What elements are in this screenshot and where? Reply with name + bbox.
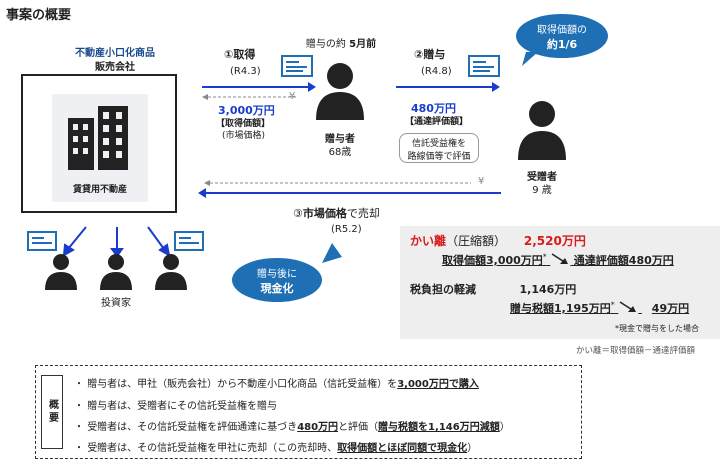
overview-item-3: ・ 受贈者は、その信託受益権を評価通達に基づき480万円と評価（贈与税額を1,1… [74, 422, 510, 433]
donor-label: 贈与者 [325, 134, 355, 145]
overview-box [35, 365, 582, 459]
overview-item-2: ・ 贈与者は、受贈者にその信託受益権を贈与 [74, 401, 277, 412]
gap-value: 2,520万円 [523, 234, 586, 248]
arrow-down-right-icon [619, 301, 637, 312]
overview-item-4-text: 受贈者は、その信託受益権を甲社に売却（この売却時、 [87, 443, 338, 454]
donee-label: 受贈者 [527, 172, 557, 183]
gap-row: かい離（圧縮額） 2,520万円 [410, 232, 586, 249]
step1-label: ①取得 [224, 48, 256, 61]
step2-amount: 480万円 [411, 102, 456, 115]
building-icon [68, 106, 128, 170]
tax-value: 1,146万円 [519, 283, 577, 296]
overview-item-3-emph2: 贈与税額を1,146万円減額 [378, 422, 500, 433]
overview-item-4-tail: ） [467, 443, 478, 454]
tax-detail-star: * [610, 300, 615, 310]
overview-item-1-emph: 3,000万円で購入 [397, 379, 479, 390]
overview-item-1: ・ 贈与者は、甲社（販売会社）から不動産小口化商品（信託受益権）を3,000万円… [74, 379, 479, 390]
company-label-line2: 販売会社 [95, 62, 135, 73]
gap-detail-star: * [542, 252, 547, 262]
arrow-step2 [396, 82, 500, 92]
overview-label: 概要 [41, 375, 63, 449]
tax-detail-b: 49万円 [651, 302, 690, 315]
donee-age: 9 歳 [532, 185, 552, 196]
arrow-down-right-icon [551, 253, 569, 264]
investor-arrows [27, 226, 204, 258]
gap-detail-a: 取得価額3,000万円 [442, 254, 543, 267]
step2-note2: 路線価等で評価 [407, 152, 471, 162]
gap-detail: 取得価額3,000万円* 通達評価額480万円 [442, 252, 674, 268]
bubble-top-line2: 約1/6 [546, 38, 578, 51]
donor-person-icon [316, 63, 364, 120]
step3-rest: で売却 [346, 207, 380, 220]
bubble-bottom-line1: 贈与後に [257, 269, 297, 280]
step1-date: (R4.3) [230, 66, 261, 77]
overview-item-4: ・ 受贈者は、その信託受益権を甲社に売却（この売却時、取得価額とほぼ同額で現金化… [74, 443, 478, 454]
donee-person-icon [518, 101, 566, 160]
company-box [21, 74, 177, 213]
formula-note: かい離＝取得価額－通達評価額 [576, 346, 696, 356]
bubble-top: 取得価額の 約1/6 [516, 14, 608, 58]
overview-item-2-text: 贈与者は、受贈者にその信託受益権を贈与 [87, 401, 277, 412]
step3-num: ③ [293, 207, 303, 220]
tax-row: 税負担の軽減 1,146万円 [410, 281, 576, 297]
step2-amount-sub: 【通達評価額】 [405, 117, 469, 127]
document-icon-step1 [281, 55, 313, 77]
tax-detail: 贈与税額1,195万円* 49万円 [510, 300, 689, 316]
step1-amount-note: (市場価格) [222, 131, 266, 141]
step2-note1: 信託受益権を [411, 139, 466, 149]
bubble-bottom-line2: 現金化 [260, 282, 294, 295]
step2-note-box: 信託受益権を 路線価等で評価 [399, 133, 479, 163]
summary-footnote: *現金で贈与をした場合 [615, 324, 699, 333]
overview-label-text: 概要 [46, 399, 58, 425]
step3-label: ③市場価格で売却 [293, 205, 380, 221]
document-icon-step2 [468, 55, 500, 77]
company-label-line1: 不動産小口化商品 [75, 48, 155, 59]
timing-prefix: 贈与の約 [305, 39, 350, 50]
building-caption: 賃貸用不動産 [72, 185, 127, 195]
investor-icons [45, 254, 187, 290]
overview-item-3-tail: と評価（ [338, 422, 379, 433]
step2-date: (R4.8) [421, 66, 452, 77]
overview-item-3-tail2: ） [499, 422, 510, 433]
bubble-bottom-tail [322, 243, 342, 263]
gap-paren: （圧縮額） [446, 234, 507, 248]
summary-panel [400, 226, 720, 339]
page-title: 事案の概要 [6, 8, 72, 23]
overview-item-3-text: 受贈者は、その信託受益権を評価通達に基づき [87, 422, 298, 433]
investors-label: 投資家 [101, 298, 131, 309]
donor-age: 68歳 [328, 147, 352, 158]
yen-icon-step3: ¥ [478, 176, 485, 187]
yen-icon-step1: ¥ [289, 91, 296, 102]
gap-detail-b: 通達評価額480万円 [573, 254, 674, 267]
timing-label: 贈与の約 5月前 [296, 35, 386, 50]
bubble-top-line1: 取得価額の [537, 25, 587, 36]
timing-emph: 5月前 [349, 39, 377, 50]
tax-label: 税負担の軽減 [410, 283, 476, 296]
overview-item-4-emph: 取得価額とほぼ同額で現金化 [337, 443, 468, 454]
tax-detail-a: 贈与税額1,195万円 [510, 302, 611, 315]
step2-label: ②贈与 [414, 48, 446, 61]
arrow-step3 [198, 180, 501, 198]
bubble-top-tail [522, 52, 538, 66]
gap-label: かい離 [410, 234, 447, 248]
step3-date: (R5.2) [331, 224, 362, 235]
step3-emph: 市場価格 [302, 207, 347, 220]
arrow-step1 [202, 82, 316, 100]
bubble-bottom: 贈与後に 現金化 [232, 258, 322, 302]
step1-amount: 3,000万円 [218, 104, 275, 117]
step1-amount-sub: 【取得価額】 [216, 119, 271, 129]
overview-item-1-text: 贈与者は、甲社（販売会社）から不動産小口化商品（信託受益権）を [87, 379, 398, 390]
overview-item-3-emph: 480万円 [297, 422, 339, 433]
